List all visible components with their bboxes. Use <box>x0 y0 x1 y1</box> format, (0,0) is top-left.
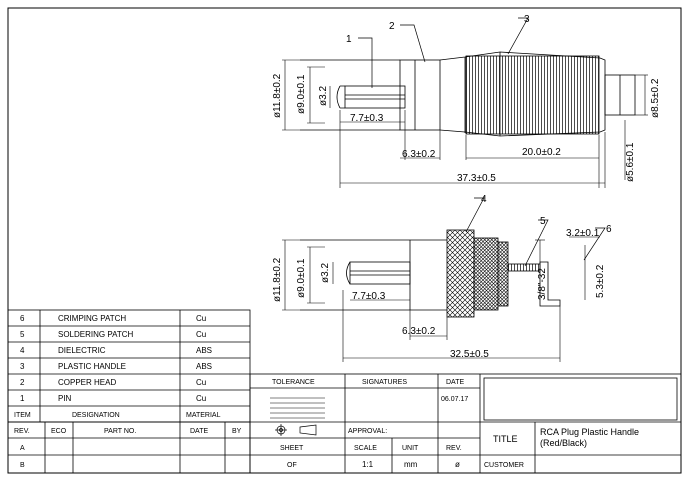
bom-material: Cu <box>196 394 206 403</box>
callout-1: 1 <box>346 34 352 45</box>
sheet-value: OF <box>287 462 297 469</box>
bom-item: 5 <box>20 330 25 339</box>
bot-dia-inner: ø9.0±0.1 <box>296 258 307 298</box>
sheet-label: SHEET <box>280 445 304 452</box>
bot-total-len: 32.5±0.5 <box>450 349 489 360</box>
revision-rows: REV. ECO PART NO. DATE BY A B <box>14 428 242 469</box>
top-dia-pin: ø3.2 <box>318 86 329 106</box>
signatures-label: SIGNATURES <box>362 379 407 386</box>
bom-name: PLASTIC HANDLE <box>58 362 126 371</box>
bom-material: Cu <box>196 378 206 387</box>
callout-6: 6 <box>606 224 612 235</box>
bom-item: 3 <box>20 362 25 371</box>
projection-symbol-icon <box>275 424 317 436</box>
bom-item: 2 <box>20 378 25 387</box>
copper-head <box>399 59 441 131</box>
bom-name: DIELECTRIC <box>58 346 106 355</box>
unit-label: UNIT <box>402 445 419 452</box>
tolerance-label: TOLERANCE <box>272 379 315 386</box>
title-line1: RCA Plug Plastic Handle <box>540 427 639 437</box>
unit-value: mm <box>404 460 418 469</box>
bom-name: PIN <box>58 394 72 403</box>
top-dia-inner: ø9.0±0.1 <box>296 74 307 114</box>
title-line2: (Red/Black) <box>540 438 587 448</box>
callout-5: 5 <box>540 216 546 227</box>
bom-table-grid <box>7 309 251 423</box>
crimping-patch <box>539 261 561 307</box>
date-label: DATE <box>446 379 464 386</box>
callout-4: 4 <box>481 194 487 205</box>
title-block-grid <box>249 373 682 474</box>
pin-tip <box>346 261 351 285</box>
rev-row: A <box>20 445 25 452</box>
plastic-handle-grip <box>465 55 600 135</box>
bottom-view <box>300 229 561 318</box>
rev-header-eco: ECO <box>51 428 67 435</box>
bottom-view-dimensions <box>282 236 600 362</box>
callout-3: 3 <box>524 14 530 25</box>
bom-name: SOLDERING PATCH <box>58 330 133 339</box>
handle-section <box>473 237 499 311</box>
top-dia-tail: ø8.5±0.2 <box>650 78 661 118</box>
tolerance-mini-table <box>270 397 325 419</box>
approval-label: APPROVAL: <box>348 428 387 435</box>
rev-header-by: BY <box>232 428 242 435</box>
bom-material: Cu <box>196 314 206 323</box>
bom-name: CRIMPING PATCH <box>58 314 126 323</box>
bom-item: 6 <box>20 314 25 323</box>
callout-leaders-top <box>358 17 529 88</box>
rev-header-rev: REV. <box>14 428 30 435</box>
top-handle-len: 20.0±0.2 <box>522 147 561 158</box>
bom-header-name: DESIGNATION <box>72 412 120 419</box>
top-total-len: 37.3±0.5 <box>457 173 496 184</box>
bom-name: COPPER HEAD <box>58 378 116 387</box>
rev-row: B <box>20 462 25 469</box>
pin-body <box>336 85 345 109</box>
top-view <box>300 51 636 137</box>
title-block-text: TOLERANCE SIGNATURES DATE 06.07.17 APPRO… <box>272 379 639 469</box>
rev-header-date: DATE <box>190 428 208 435</box>
rev-value: ø <box>455 460 460 469</box>
rev-header-part: PART NO. <box>104 428 136 435</box>
top-dia-outer: ø11.8±0.2 <box>272 73 283 118</box>
bom-rows: 6 CRIMPING PATCH Cu 5 SOLDERING PATCH Cu… <box>14 314 221 419</box>
date-value: 06.07.17 <box>441 396 468 403</box>
bom-header-material: MATERIAL <box>186 412 221 419</box>
bot-dia-pin: ø3.2 <box>320 263 331 283</box>
bot-patch-w: 3.2±0.1 <box>566 228 600 239</box>
bot-pin-len: 7.7±0.3 <box>352 291 386 302</box>
top-dia-end: ø5.6±0.1 <box>625 142 636 182</box>
bom-material: Cu <box>196 330 206 339</box>
callout-2: 2 <box>389 21 395 32</box>
bot-head-len: 6.3±0.2 <box>402 326 436 337</box>
rev-label: REV. <box>446 445 462 452</box>
soldering-patch <box>507 263 541 272</box>
top-head-len: 6.3±0.2 <box>402 149 436 160</box>
callout-leaders-bottom <box>465 197 606 267</box>
top-pin-len: 7.7±0.3 <box>350 113 384 124</box>
top-view-dimensions <box>282 59 648 188</box>
inner-section <box>497 241 509 307</box>
bot-dia-outer: ø11.8±0.2 <box>272 257 283 302</box>
bom-header-item: ITEM <box>14 412 31 419</box>
pin-shaft <box>344 85 406 109</box>
dielectric-section <box>446 229 475 318</box>
bom-material: ABS <box>196 362 212 371</box>
customer-label: CUSTOMER <box>484 462 524 469</box>
bom-item: 1 <box>20 394 25 403</box>
bom-item: 4 <box>20 346 25 355</box>
bot-patch-h: 5.3±0.2 <box>595 264 606 298</box>
bom-material: ABS <box>196 346 212 355</box>
scale-label: SCALE <box>354 445 377 452</box>
scale-value: 1:1 <box>362 460 374 469</box>
title-label: TITLE <box>493 434 518 444</box>
bot-thread: 3/8"-32 <box>537 268 548 300</box>
pin-shaft-section <box>349 261 411 285</box>
